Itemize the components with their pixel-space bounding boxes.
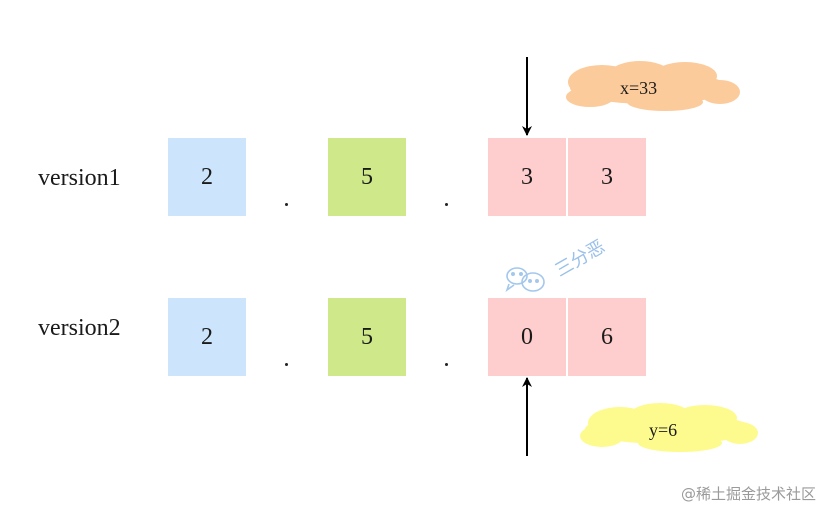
version2-patch-digit-2: 6 [568,298,646,376]
version2-separator-1 [285,363,288,366]
cloud-bottom [580,403,758,452]
row-label-version2: version2 [38,315,121,341]
version1-minor-box: 5 [328,138,406,216]
version2-patch-digit-1: 0 [488,298,566,376]
cloud-bottom-label: y=6 [649,420,678,440]
wechat-icon [505,267,545,293]
version2-separator-2 [445,363,448,366]
row-label-version1: version1 [38,165,121,191]
footer-watermark: @稀土掘金技术社区 [680,485,816,503]
version1-separator-1 [285,203,288,206]
version1-separator-2 [445,203,448,206]
version1-patch-digit-2: 3 [568,138,646,216]
cloud-top-label: x=33 [620,78,658,98]
version2-major-box: 2 [168,298,246,376]
version1-patch-digit-1: 3 [488,138,566,216]
version2-minor-box: 5 [328,298,406,376]
version1-major-box: 2 [168,138,246,216]
cloud-top [566,61,740,111]
